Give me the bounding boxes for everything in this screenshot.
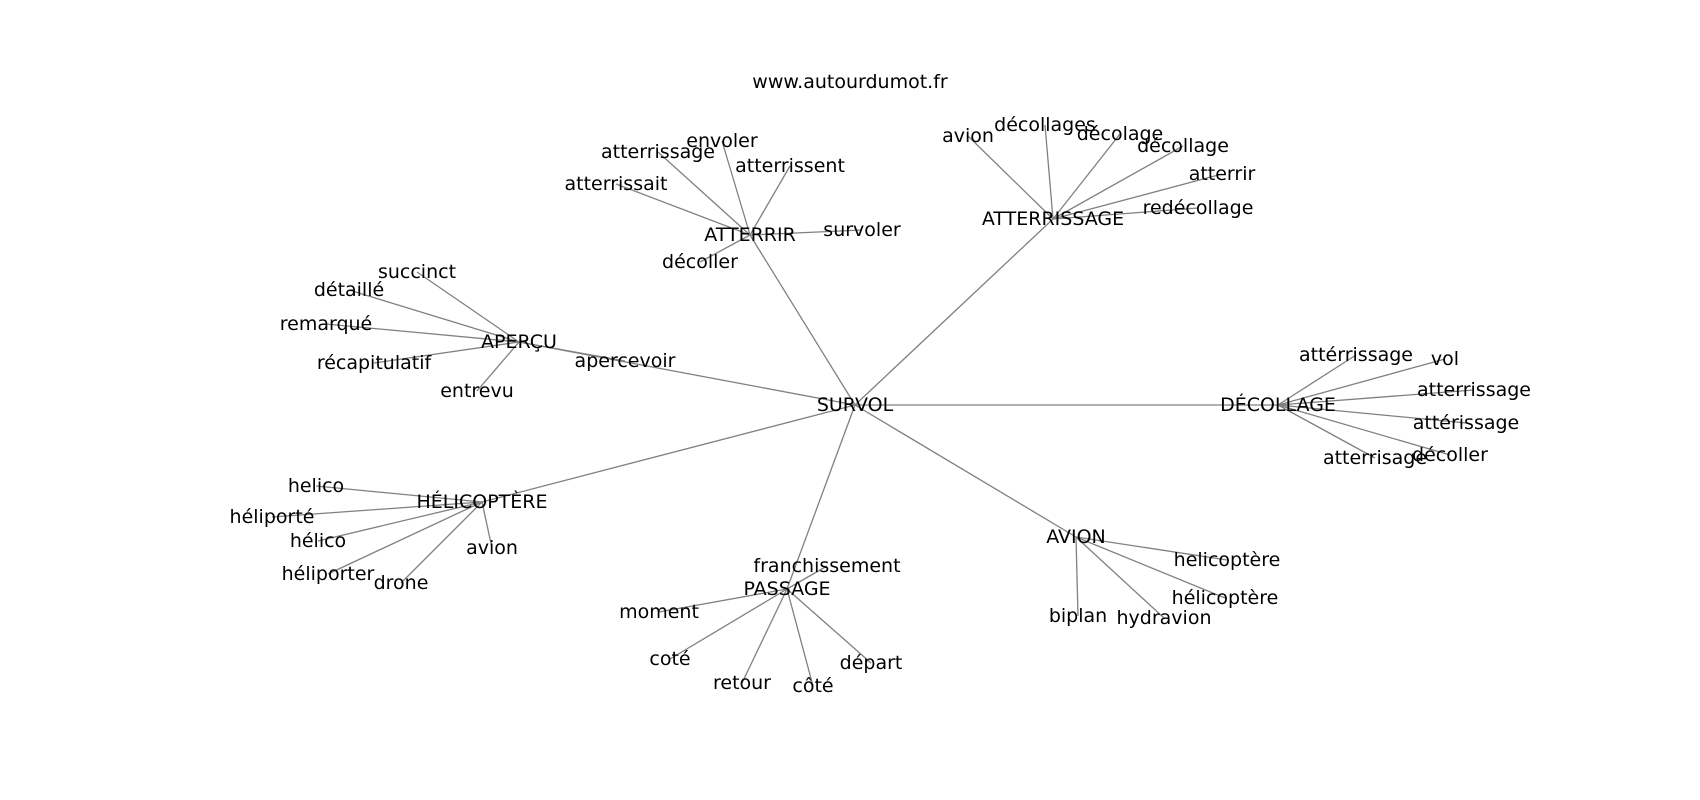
edge-atterrir-atterrissage [657,151,751,236]
leaf-node-decollage-atterrissage: attérrissage [1299,344,1413,366]
leaf-node-atterrissage-redecollage: redécollage [1143,197,1254,219]
leaf-node-avion-biplan: biplan [1049,605,1107,627]
edge-decollage-atterrissage [1277,389,1475,406]
edge-atterrissage-decollage [1052,145,1184,220]
leaf-node-helicoptere-avion: avion [466,537,518,559]
leaf-node-apercu-apercevoir: apercevoir [575,350,676,372]
hub-node-decollage: DÉCOLLAGE [1220,393,1336,416]
hub-node-helicoptere: HÉLICOPTÈRE [417,490,548,513]
leaf-node-avion-helicoptere: helicoptère [1174,549,1281,571]
edge-survol-passage [786,404,856,590]
edge-apercu-entrevu [476,341,520,392]
leaf-node-apercu-detaille: détaillé [314,279,384,301]
edge-apercu-recapitulatif [373,341,520,364]
edge-passage-depart [786,588,872,664]
edge-decollage-decoller [1277,404,1451,456]
leaf-node-apercu-remarque: remarqué [280,313,373,335]
leaf-node-atterrissage-decollages: décollages [994,114,1096,136]
leaf-node-decollage-atterrisage: atterrisage [1323,447,1427,469]
edge-passage-moment [658,588,788,613]
leaf-node-avion-helicoptere: hélicoptère [1172,587,1279,609]
edge-apercu-remarque [325,323,520,343]
leaf-node-atterrir-atterrissait: atterrissait [565,173,668,195]
leaf-node-helicoptere-heliporte: héliporté [230,506,315,528]
leaf-node-apercu-recapitulatif: récapitulatif [317,352,433,374]
leaf-node-atterrir-decoller: décoller [662,251,738,273]
leaf-node-passage-franchissement: franchissement [753,555,900,577]
leaf-node-decollage-vol: vol [1431,348,1459,370]
leaf-node-avion-hydravion: hydravion [1117,607,1212,629]
edge-helicoptere-helico [315,485,483,503]
leaf-node-passage-moment: moment [619,601,699,623]
hub-node-avion: AVION [1046,526,1106,548]
edge-atterrir-survoler [749,229,863,236]
edge-helicoptere-avion [481,501,493,549]
leaf-node-passage-retour: retour [713,672,771,694]
edge-apercu-succinct [416,271,520,343]
edge-survol-helicoptere [481,404,856,503]
edge-atterrissage-decollages [1044,124,1054,220]
leaf-node-decollage-decoller: décoller [1412,444,1488,466]
leaf-node-atterrir-atterrissent: atterrissent [735,155,845,177]
hub-node-atterrir: ATTERRIR [704,224,796,246]
leaf-node-atterrissage-decolage: décolage [1077,123,1164,145]
edge-atterrir-decoller [699,234,751,263]
leaf-node-helicoptere-helico: helico [288,475,344,497]
edge-passage-cote [786,588,814,687]
edge-atterrissage-decolage [1052,133,1121,220]
leaf-node-atterrissage-atterrir: atterrir [1189,163,1256,185]
edge-decollage-vol [1277,358,1446,406]
edge-helicoptere-heliporte [271,501,483,518]
edge-atterrissage-redecollage [1052,207,1199,220]
leaf-node-decollage-atterissage: attérissage [1413,412,1520,434]
edge-avion-helicoptere [1075,536,1226,599]
graph-edges [271,124,1475,687]
leaf-node-atterrir-envoler: envoler [686,130,758,152]
edge-atterrissage-avion [967,135,1054,220]
leaf-node-apercu-entrevu: entrevu [440,380,514,402]
edge-helicoptere-helico [317,501,483,542]
edge-passage-franchissement [786,565,828,590]
edge-helicoptere-heliporter [327,501,483,575]
leaf-node-apercu-succinct: succinct [378,261,456,283]
edge-survol-atterrir [749,234,856,406]
hub-node-apercu: APERÇU [481,331,557,353]
edge-survol-avion [854,404,1077,538]
leaf-node-atterrissage-decollage: décollage [1137,135,1229,157]
leaf-node-helicoptere-helico: hélico [290,530,346,552]
edge-passage-cote [669,588,788,660]
edge-atterrir-envoler [721,140,751,236]
edge-avion-biplan [1075,536,1079,617]
leaf-node-helicoptere-drone: drone [374,572,429,594]
center-node-survol: SURVOL [817,394,894,416]
graph-labels: ATTERRIRatterrissageenvoleratterrissenta… [230,114,1531,697]
hub-node-atterrissage: ATTERRISSAGE [982,208,1124,230]
edge-helicoptere-drone [400,501,483,584]
leaf-node-atterrissage-avion: avion [942,125,994,147]
leaf-node-passage-cote: côté [792,675,833,697]
leaf-node-decollage-atterrissage: atterrissage [1417,379,1531,401]
edge-atterrir-atterrissent [749,165,791,236]
edge-decollage-atterrissage [1277,354,1357,406]
edge-apercu-apercevoir [518,341,626,362]
edge-decollage-atterrisage [1277,404,1376,459]
edge-avion-hydravion [1075,536,1165,619]
hub-node-passage: PASSAGE [743,578,830,600]
edge-atterrir-atterrissait [615,183,751,236]
leaf-node-helicoptere-heliporter: héliporter [282,563,375,585]
edge-passage-retour [741,588,788,684]
edge-avion-helicoptere [1075,536,1228,561]
edge-atterrissage-atterrir [1052,173,1223,220]
leaf-node-atterrir-survoler: survoler [823,219,901,241]
leaf-node-passage-depart: départ [840,652,903,674]
leaf-node-passage-cote: coté [649,648,690,670]
edge-apercu-detaille [348,289,520,343]
edge-decollage-atterissage [1277,404,1467,424]
edge-survol-atterrissage [854,218,1054,406]
site-credit: www.autourdumot.fr [752,71,948,93]
leaf-node-atterrir-atterrissage: atterrissage [601,141,715,163]
